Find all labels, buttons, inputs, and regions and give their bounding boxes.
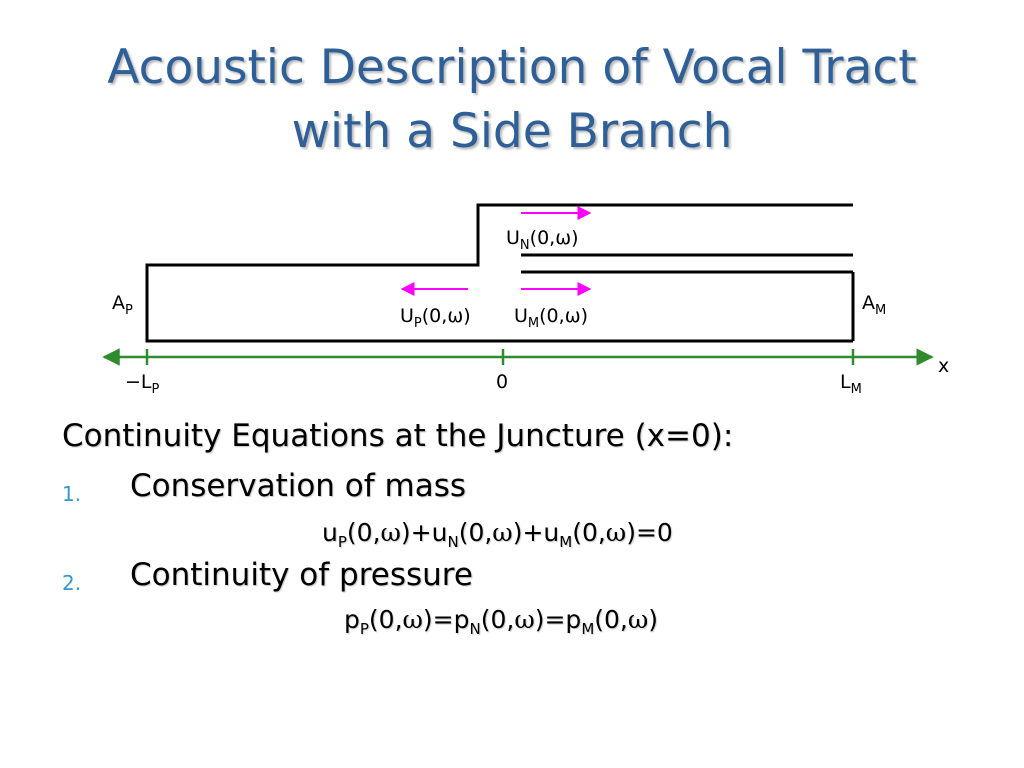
x-axis-tick-label-right: LM — [840, 371, 862, 397]
slide-title-line-1: Acoustic Description of Vocal Tract — [107, 40, 917, 95]
list-number-1: 1. — [62, 482, 82, 506]
tube-outline — [145, 203, 853, 343]
list-item-continuity-of-pressure: Continuity of pressure — [130, 557, 473, 593]
flow-label-left: UP(0,ω) — [400, 305, 471, 331]
x-axis-tick-label-left: −LP — [125, 371, 160, 397]
continuity-heading: Continuity Equations at the Juncture (x=… — [62, 418, 734, 454]
list-number-2: 2. — [62, 571, 82, 595]
pressure-equation: pP(0,ω)=pN(0,ω)=pM(0,ω) — [344, 605, 659, 638]
list-item-conservation-of-mass: Conservation of mass — [130, 468, 467, 504]
x-axis-tick-label-zero: 0 — [496, 371, 508, 393]
mass-equation: uP(0,ω)+uN(0,ω)+uM(0,ω)=0 — [322, 518, 673, 551]
slide-title: Acoustic Description of Vocal Tract with… — [0, 36, 1024, 164]
area-label-right: AM — [862, 292, 886, 318]
vocal-tract-diagram: UN(0,ω) UP(0,ω) UM(0,ω) AP AM x −LP 0 LM — [102, 203, 949, 397]
x-axis-name: x — [938, 355, 949, 377]
slide-title-line-2: with a Side Branch — [291, 104, 733, 159]
flow-label-right: UM(0,ω) — [514, 305, 588, 331]
area-label-left: AP — [112, 292, 133, 318]
flow-label-branch: UN(0,ω) — [506, 227, 579, 253]
